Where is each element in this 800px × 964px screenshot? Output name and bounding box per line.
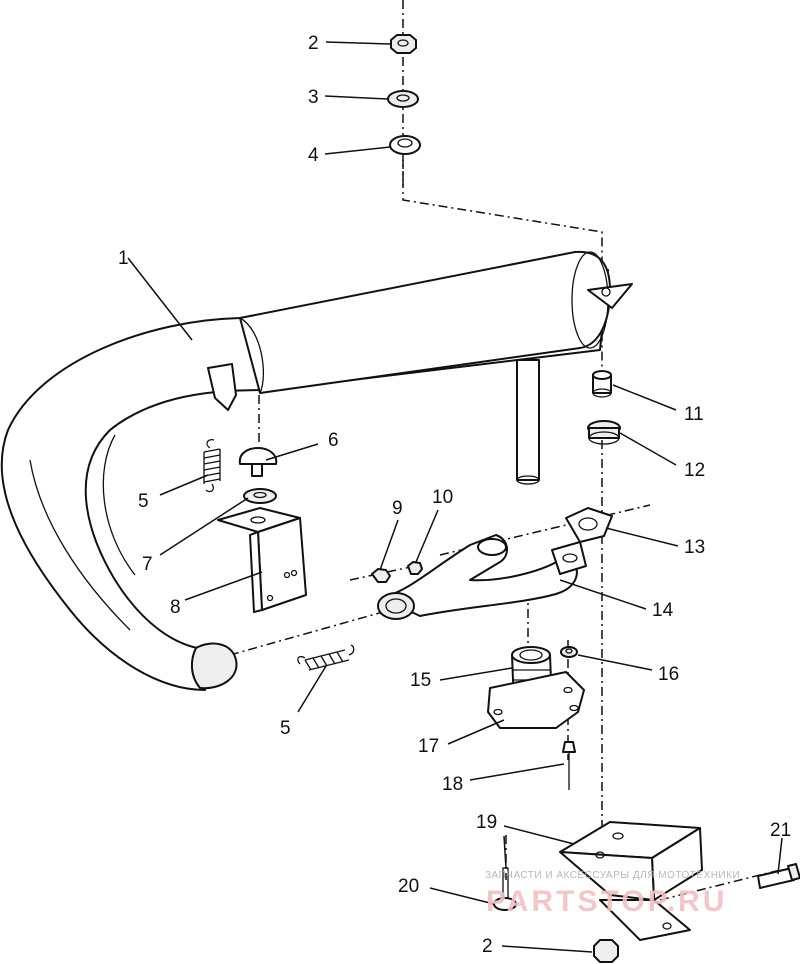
callout-18: 18 [442, 774, 463, 795]
callout-17: 17 [418, 736, 439, 757]
flange-17 [487, 671, 585, 729]
muffler [0, 250, 633, 691]
callout-5-upper: 5 [138, 491, 149, 512]
washer-3 [387, 90, 419, 108]
exhaust-manifold-14 [377, 534, 587, 620]
callout-13: 13 [684, 537, 705, 558]
callout-11: 11 [684, 404, 704, 425]
callout-19: 19 [476, 812, 497, 833]
callout-10: 10 [432, 487, 453, 508]
callout-6: 6 [328, 430, 339, 451]
spring-5-lower [297, 644, 355, 671]
callout-7: 7 [142, 554, 153, 575]
callout-16: 16 [658, 664, 679, 685]
gasket-13 [565, 507, 613, 543]
callout-20: 20 [398, 876, 419, 897]
callout-8: 8 [170, 597, 181, 618]
grommet-6 [238, 447, 278, 477]
washer-4 [389, 135, 421, 155]
nut-2-bottom [593, 939, 619, 963]
nut-2-top [390, 34, 417, 54]
leader-lines [127, 41, 783, 953]
watermark-tagline: ЗАПЧАСТИ И АКСЕССУАРЫ ДЛЯ МОТОТЕХНИКИ [485, 870, 740, 881]
callout-4: 4 [308, 145, 319, 166]
callout-15: 15 [410, 670, 431, 691]
nut-9 [371, 568, 391, 583]
callout-5-lower: 5 [280, 718, 291, 739]
o-ring-16 [560, 646, 578, 658]
callout-9: 9 [392, 498, 403, 519]
watermark: ЗАПЧАСТИ И АКСЕССУАРЫ ДЛЯ МОТОТЕХНИКИ PA… [485, 870, 740, 918]
callout-3: 3 [308, 87, 319, 108]
bolt-21 [757, 863, 800, 889]
center-lines [229, 0, 781, 901]
callout-1: 1 [118, 248, 129, 269]
callout-labels: 1 2 3 4 5 6 7 8 9 10 11 12 13 14 5 15 16… [118, 33, 791, 957]
grommet-12 [587, 420, 621, 445]
spring-5-upper [203, 438, 221, 493]
callout-2-bottom: 2 [482, 936, 493, 957]
callout-12: 12 [684, 460, 705, 481]
callout-21: 21 [770, 820, 791, 841]
watermark-brand: PARTSTOP.RU [486, 885, 727, 918]
callout-2-top: 2 [308, 33, 319, 54]
washer-7 [243, 488, 277, 504]
nut-10 [407, 561, 423, 575]
stud-18 [562, 741, 576, 790]
spacer-11 [592, 370, 612, 398]
callout-14: 14 [652, 600, 674, 621]
bracket-8 [217, 507, 307, 613]
mounting-bracket-19 [559, 821, 703, 941]
